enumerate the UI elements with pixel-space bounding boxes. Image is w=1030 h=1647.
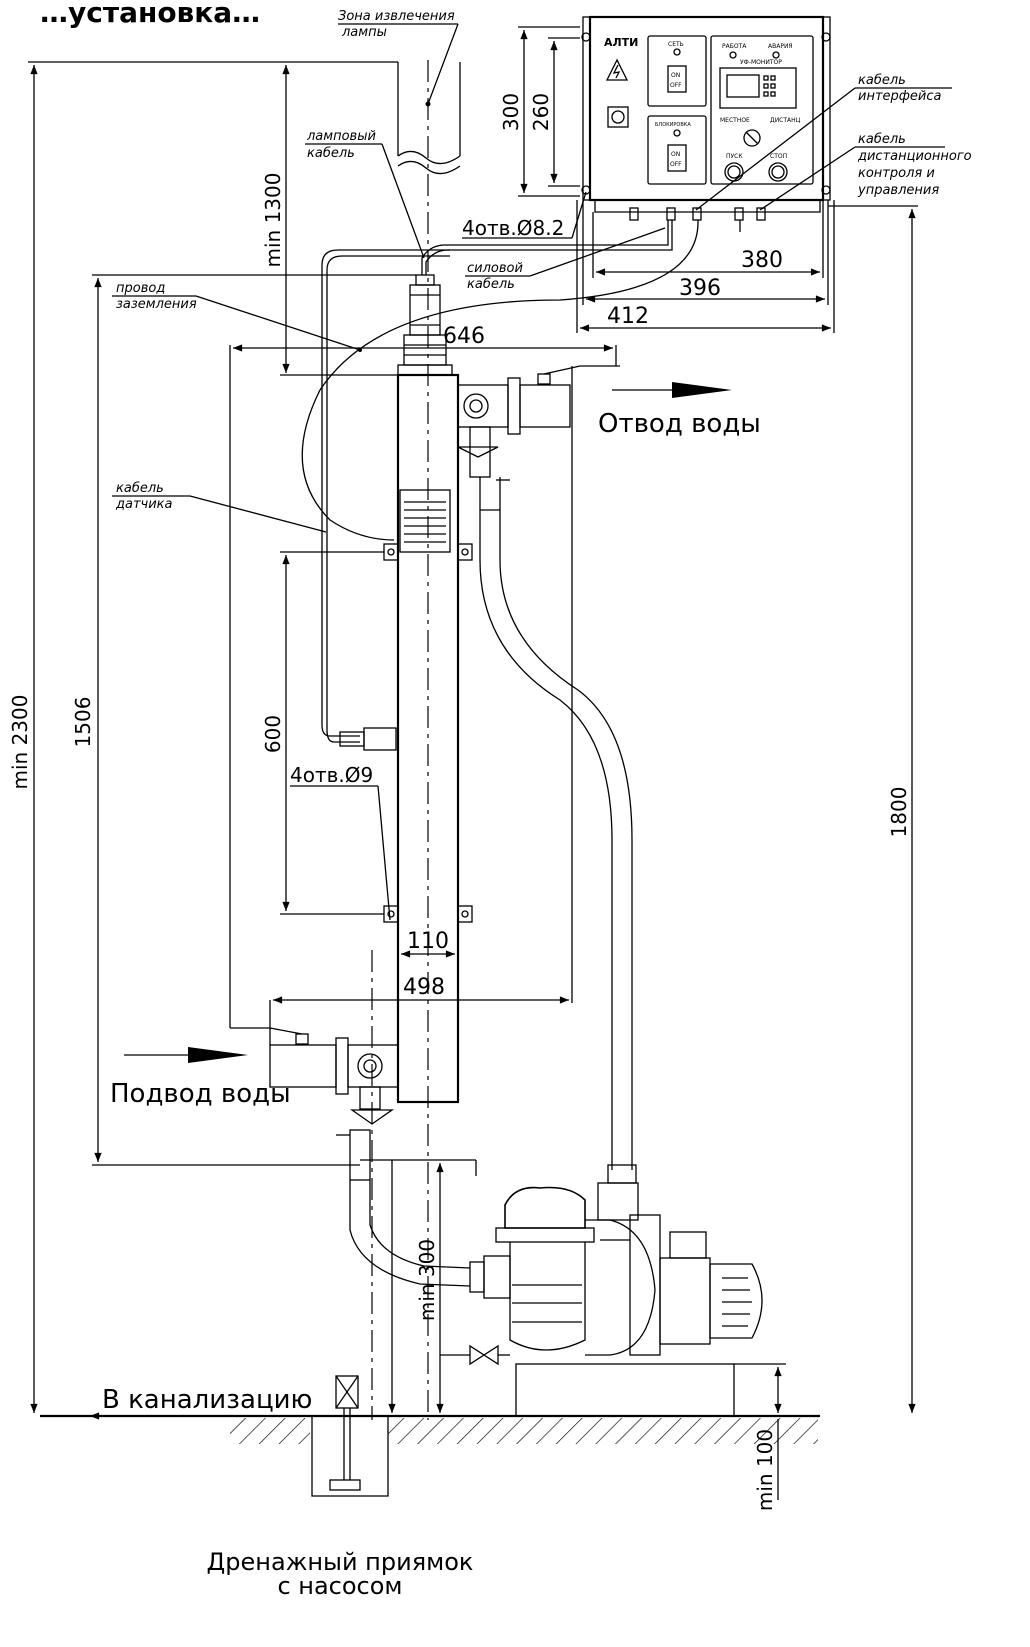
water-out-label: Отвод воды xyxy=(598,409,761,439)
svg-text:кабель: кабель xyxy=(307,146,355,161)
svg-text:ON: ON xyxy=(671,151,680,158)
svg-text:600: 600 xyxy=(261,715,285,753)
svg-text:min 100: min 100 xyxy=(753,1429,777,1511)
dim-600: 600 xyxy=(261,551,384,915)
floor-line xyxy=(40,1414,820,1444)
svg-text:300: 300 xyxy=(499,93,523,131)
svg-text:min 1300: min 1300 xyxy=(261,173,285,268)
pump xyxy=(440,1182,763,1417)
dim-498: 498 xyxy=(269,366,573,1045)
svg-text:УФ-МОНИТОР: УФ-МОНИТОР xyxy=(740,59,782,66)
svg-text:управления: управления xyxy=(857,183,939,198)
holes-body-label: 4отв.Ø9 xyxy=(290,763,373,787)
cables xyxy=(301,219,741,751)
stop-button[interactable] xyxy=(768,162,788,182)
drain-label-1: Дренажный приямок xyxy=(207,1548,474,1576)
dim-min300: min 300 xyxy=(360,1159,477,1413)
svg-text:заземления: заземления xyxy=(116,297,197,312)
svg-text:датчика: датчика xyxy=(115,497,173,512)
network-switch[interactable] xyxy=(667,65,687,93)
dim-260: 260 xyxy=(529,37,580,187)
inlet-fittings xyxy=(230,1027,399,1181)
control-panel: АЛТИ СЕТЬ ON OFF БЛОКИРОВКА ON OFF РАБОТ… xyxy=(581,15,831,221)
dim-1800: 1800 xyxy=(828,205,918,1413)
svg-text:СЕТЬ: СЕТЬ xyxy=(668,41,684,48)
svg-text:кабель: кабель xyxy=(467,277,515,292)
svg-text:ДИСТАНЦ: ДИСТАНЦ xyxy=(770,117,801,124)
holes-panel-label: 4отв.Ø8.2 xyxy=(462,216,564,240)
svg-text:110: 110 xyxy=(407,929,449,954)
dim-min100: min 100 xyxy=(734,1363,786,1511)
svg-text:дистанционного: дистанционного xyxy=(857,149,972,164)
svg-text:АВАРИЯ: АВАРИЯ xyxy=(768,43,793,50)
svg-text:СТОП: СТОП xyxy=(770,153,787,160)
dim-1300: min 1300 xyxy=(261,65,398,376)
water-in-label: Подвод воды xyxy=(110,1079,291,1109)
svg-text:380: 380 xyxy=(741,248,783,273)
svg-text:МЕСТНОЕ: МЕСТНОЕ xyxy=(720,117,750,124)
panel-square-button[interactable] xyxy=(607,106,629,128)
dim-110: 110 xyxy=(397,922,459,960)
lock-switch[interactable] xyxy=(667,144,687,172)
page-title: …установка… xyxy=(40,0,260,29)
svg-text:кабель: кабель xyxy=(858,132,906,147)
sewer-label: В канализацию xyxy=(102,1385,312,1415)
svg-text:ламповый: ламповый xyxy=(306,129,376,144)
outlet-fittings xyxy=(457,365,620,511)
svg-text:412: 412 xyxy=(607,304,649,329)
brand-logo: АЛТИ xyxy=(604,36,638,49)
svg-text:1800: 1800 xyxy=(887,787,911,838)
svg-text:OFF: OFF xyxy=(670,161,682,168)
svg-text:396: 396 xyxy=(679,276,721,301)
name-plate xyxy=(399,489,451,553)
dim-412: 412 xyxy=(576,200,835,333)
drain-pit xyxy=(311,1375,389,1497)
dim-380: 380 xyxy=(592,200,824,278)
svg-text:лампы: лампы xyxy=(341,25,387,40)
dim-2300: min 2300 xyxy=(8,61,398,1413)
dim-300: 300 xyxy=(499,26,580,197)
svg-text:РАБОТА: РАБОТА xyxy=(722,43,747,50)
uv-monitor-display xyxy=(719,67,797,109)
svg-text:контроля и: контроля и xyxy=(858,166,935,181)
svg-text:кабель: кабель xyxy=(858,73,906,88)
svg-text:кабель: кабель xyxy=(116,481,164,496)
svg-text:БЛОКИРОВКА: БЛОКИРОВКА xyxy=(655,122,691,128)
svg-text:OFF: OFF xyxy=(670,82,682,89)
svg-text:min 300: min 300 xyxy=(415,1239,439,1321)
svg-text:интерфейса: интерфейса xyxy=(858,89,941,104)
svg-text:провод: провод xyxy=(116,281,165,296)
dim-1506: 1506 xyxy=(71,274,416,1166)
svg-text:Зона извлечения: Зона извлечения xyxy=(338,9,455,24)
svg-text:646: 646 xyxy=(443,324,485,349)
cable-glands xyxy=(629,207,766,221)
dim-396: 396 xyxy=(582,200,829,305)
svg-text:498: 498 xyxy=(403,975,445,1000)
warning-icon xyxy=(605,58,629,81)
svg-text:260: 260 xyxy=(529,93,553,131)
svg-text:ON: ON xyxy=(671,72,680,79)
lamp-extraction-zone xyxy=(397,62,461,175)
svg-text:силовой: силовой xyxy=(467,261,523,276)
mode-selector-knob[interactable] xyxy=(743,129,761,147)
svg-text:min 2300: min 2300 xyxy=(8,695,32,790)
dim-646: 646 xyxy=(229,324,617,1028)
svg-text:ПУСК: ПУСК xyxy=(726,153,743,160)
drain-label-2: с насосом xyxy=(277,1572,402,1600)
svg-text:1506: 1506 xyxy=(71,697,95,748)
